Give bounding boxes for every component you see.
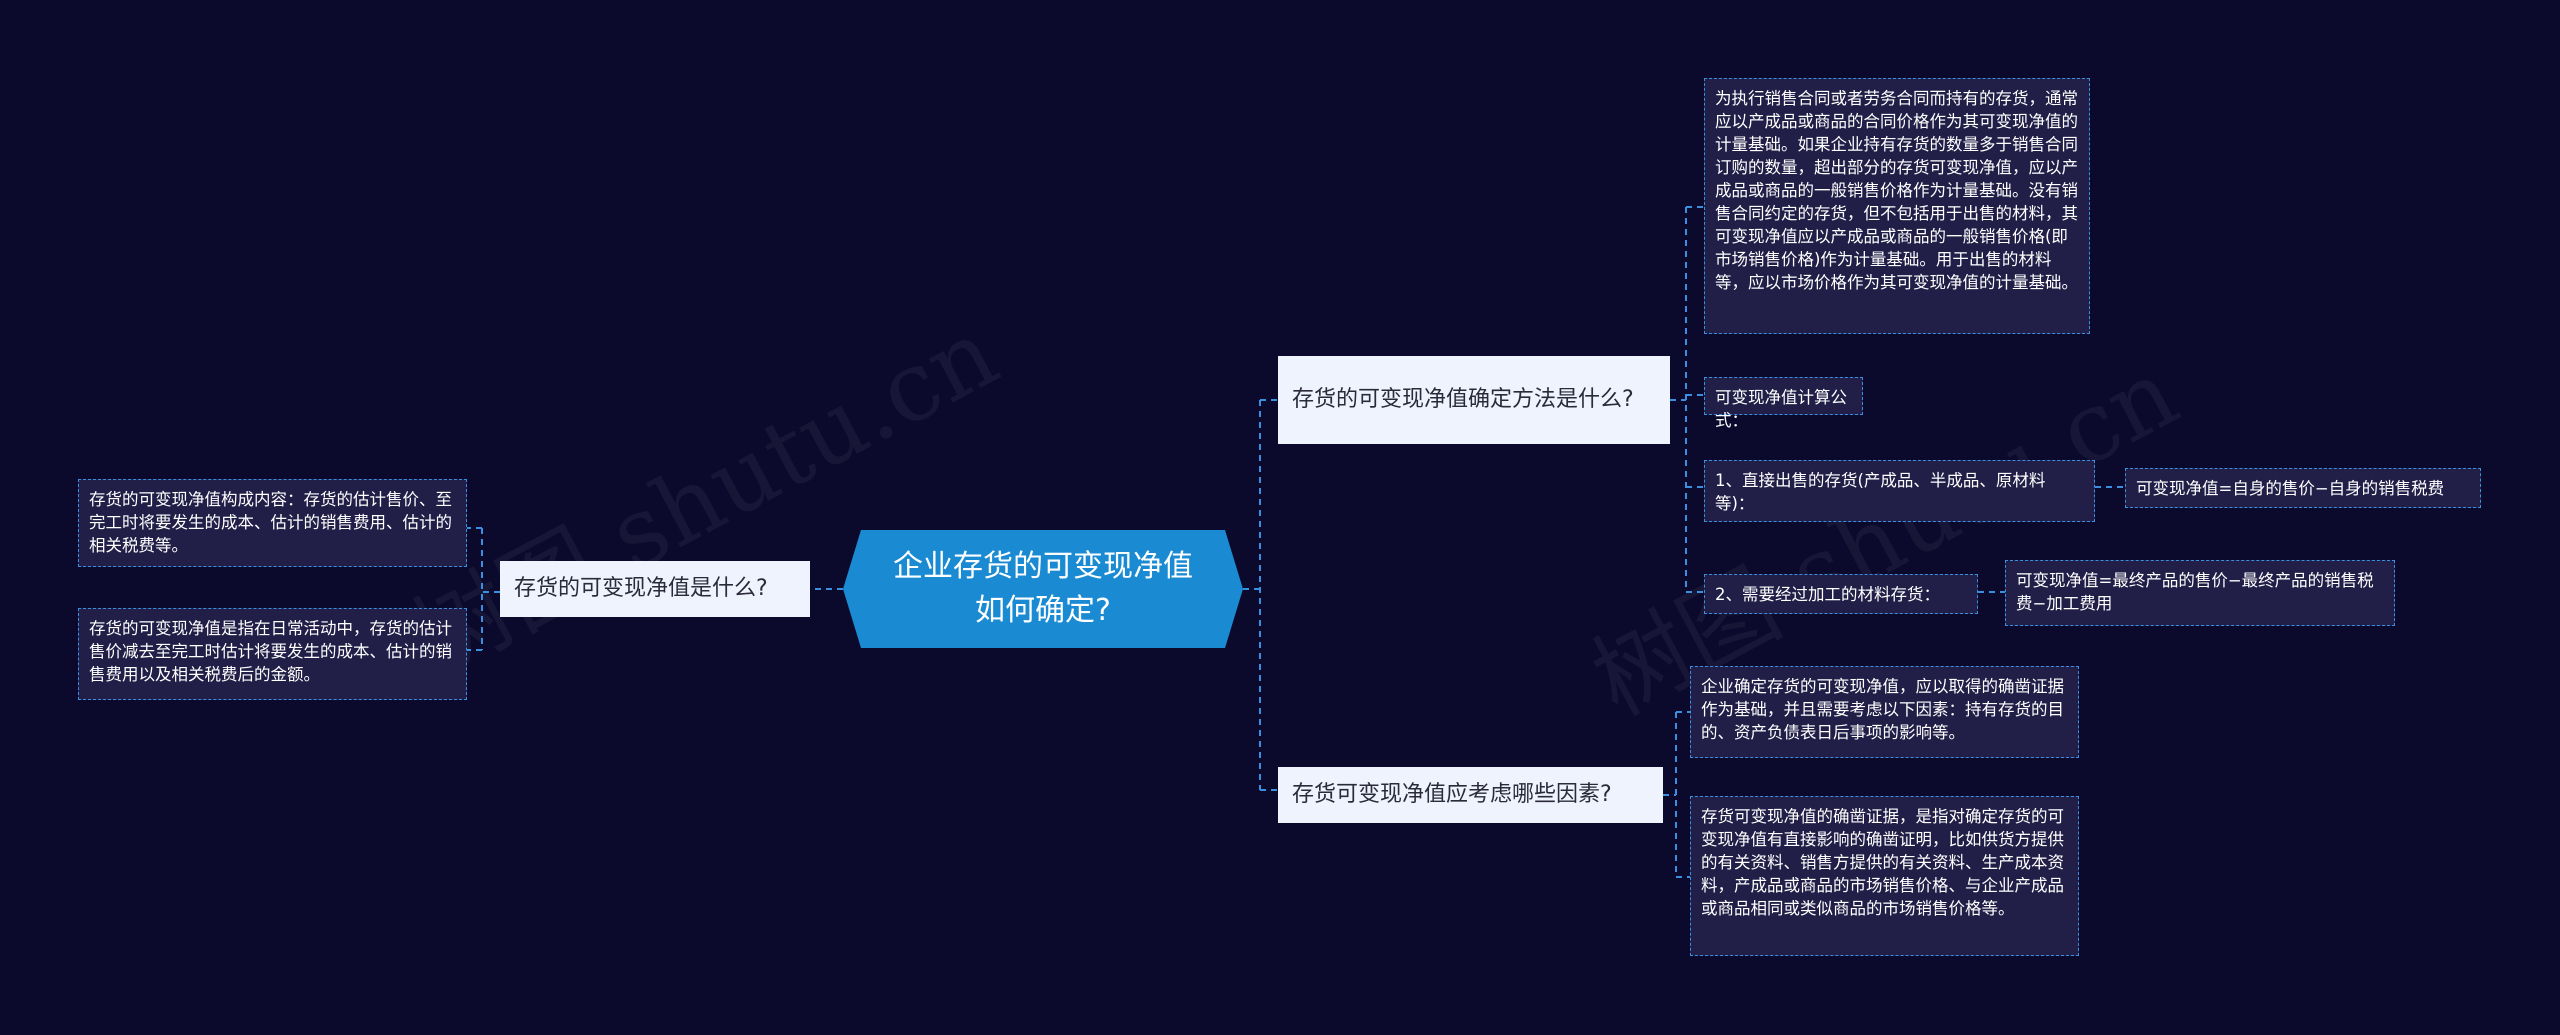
leaf-direct-sale[interactable]: 1、直接出售的存货(产成品、半成品、原材料等)： — [1704, 460, 2095, 522]
connector-left-leaves — [467, 527, 500, 651]
leaf-nrv-definition[interactable]: 存货的可变现净值是指在日常活动中，存货的估计售价减去至完工时估计将要发生的成本、… — [78, 608, 467, 700]
connector-b1-leaves — [1670, 206, 1704, 593]
branch-determination-method[interactable]: 存货的可变现净值确定方法是什么? — [1278, 356, 1670, 444]
leaf-processing[interactable]: 2、需要经过加工的材料存货： — [1704, 574, 1978, 614]
leaf-nrv-components[interactable]: 存货的可变现净值构成内容：存货的估计售价、至完工时将要发生的成本、估计的销售费用… — [78, 479, 467, 567]
connector-root-right — [1243, 399, 1278, 791]
leaf-direct-sale-formula[interactable]: 可变现净值=自身的售价−自身的销售税费 — [2125, 468, 2481, 508]
leaf-processing-formula[interactable]: 可变现净值=最终产品的售价−最终产品的销售税费−加工费用 — [2005, 560, 2395, 626]
leaf-formula-title[interactable]: 可变现净值计算公式： — [1704, 377, 1863, 430]
root-node[interactable]: 企业存货的可变现净值如何确定? — [843, 530, 1243, 648]
branch-what-is-nrv[interactable]: 存货的可变现净值是什么? — [500, 561, 810, 617]
branch-factors[interactable]: 存货可变现净值应考虑哪些因素? — [1278, 767, 1663, 823]
connector-b2-leaves — [1663, 711, 1690, 878]
leaf-contract-basis[interactable]: 为执行销售合同或者劳务合同而持有的存货，通常应以产成品或商品的合同价格作为其可变… — [1704, 78, 2090, 334]
leaf-reliable-evidence[interactable]: 存货可变现净值的确凿证据，是指对确定存货的可变现净值有直接影响的确凿证明，比如供… — [1690, 796, 2079, 956]
leaf-factors-basis[interactable]: 企业确定存货的可变现净值，应以取得的确凿证据作为基础，并且需要考虑以下因素：持有… — [1690, 666, 2079, 758]
